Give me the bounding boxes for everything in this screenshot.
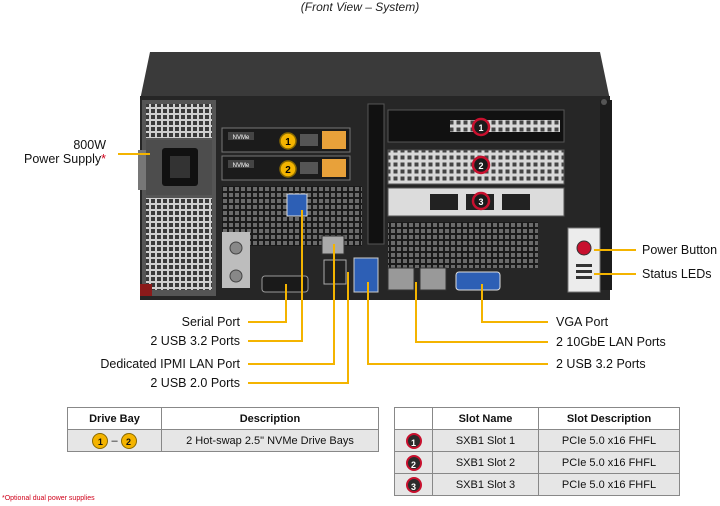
slot-badge-3: 3 (405, 476, 422, 493)
slot-table-header: Slot Description (538, 407, 680, 430)
drive-description-cell: 2 Hot-swap 2.5" NVMe Drive Bays (161, 429, 379, 452)
label-usb20: 2 USB 2.0 Ports (150, 376, 240, 390)
label-serial-port: Serial Port (181, 315, 240, 329)
label-power-supply-asterisk: * (101, 152, 106, 166)
bay-badge-2: 2 (120, 432, 137, 449)
label-10gbe-lan: 2 10GbE LAN Ports (556, 335, 666, 349)
callout-usb32-right (367, 282, 548, 365)
label-vga-port: VGA Port (556, 315, 609, 329)
slot-name-cell: SXB1 Slot 1 (432, 429, 539, 452)
bay-marker-1: 1 (279, 132, 297, 150)
callout-usb32-left (248, 210, 303, 342)
callout-serial-port (248, 284, 287, 323)
label-usb32-left: 2 USB 3.2 Ports (150, 334, 240, 348)
svg-text:1: 1 (478, 123, 483, 133)
table-row: 3 SXB1 Slot 3 PCIe 5.0 x16 FHFL (394, 473, 680, 496)
svg-text:2: 2 (478, 161, 483, 171)
table-row: 2 SXB1 Slot 2 PCIe 5.0 x16 FHFL (394, 451, 680, 474)
table-row: 1 SXB1 Slot 1 PCIe 5.0 x16 FHFL (394, 429, 680, 452)
slot-badge-2: 2 (405, 454, 422, 471)
lan-10gbe-port-b (419, 267, 447, 291)
bay-marker-2: 2 (279, 160, 297, 178)
nvme-tag: NVMe (233, 163, 250, 169)
callout-10gbe (415, 282, 548, 343)
slot-marker-1: 1 (471, 117, 491, 137)
label-status-leds: Status LEDs (642, 267, 712, 281)
slot-marker-3: 3 (471, 191, 491, 211)
slot-name-cell: SXB1 Slot 2 (432, 451, 539, 474)
slot-desc-cell: PCIe 5.0 x16 FHFL (538, 473, 680, 496)
label-power-supply-text: Power Supply (24, 152, 102, 166)
slot-name-cell: SXB1 Slot 3 (432, 473, 539, 496)
slot-desc-cell: PCIe 5.0 x16 FHFL (538, 429, 680, 452)
label-power-supply-wattage: 800W (73, 138, 106, 152)
bay-badge-1: 1 (92, 432, 109, 449)
slot-table-header-blank (394, 407, 433, 430)
table-row: 1–2 2 Hot-swap 2.5" NVMe Drive Bays (67, 429, 379, 452)
usb32-left-ports (286, 193, 308, 217)
bay-dash: – (111, 434, 118, 447)
vga-port (455, 271, 501, 291)
svg-text:1: 1 (285, 137, 291, 148)
drive-table-header: Drive Bay (67, 407, 162, 430)
slot-desc-cell: PCIe 5.0 x16 FHFL (538, 451, 680, 474)
label-power-supply: 800W Power Supply* (20, 138, 106, 166)
drive-bay-table: Drive Bay Description 1–2 2 Hot-swap 2.5… (67, 407, 379, 452)
slot-table-header: Slot Name (432, 407, 539, 430)
callout-ipmi-lan (248, 244, 335, 365)
footnote: *Optional dual power supplies (2, 495, 95, 502)
callout-lines (118, 153, 636, 384)
label-usb32-right: 2 USB 3.2 Ports (556, 357, 646, 371)
slot-marker-2: 2 (471, 155, 491, 175)
label-power-button: Power Button (642, 243, 718, 257)
power-button-icon (576, 240, 592, 256)
slot-table: Slot Name Slot Description 1 SXB1 Slot 1… (394, 407, 680, 496)
figure-caption: (Front View – System) (300, 0, 420, 14)
svg-text:3: 3 (478, 197, 483, 207)
control-panel (567, 227, 601, 293)
callout-usb20 (248, 272, 349, 384)
label-ipmi-lan: Dedicated IPMI LAN Port (100, 357, 240, 371)
nvme-tag: NVMe (233, 135, 250, 141)
power-supply-module (138, 100, 216, 296)
slot-badge-1: 1 (405, 432, 422, 449)
drive-bay-cell: 1–2 (67, 429, 162, 452)
callout-vga (481, 284, 548, 323)
usb32-right-ports (353, 257, 379, 293)
drive-table-header: Description (161, 407, 379, 430)
lan-10gbe-port-a (387, 267, 415, 291)
svg-text:2: 2 (285, 165, 291, 176)
